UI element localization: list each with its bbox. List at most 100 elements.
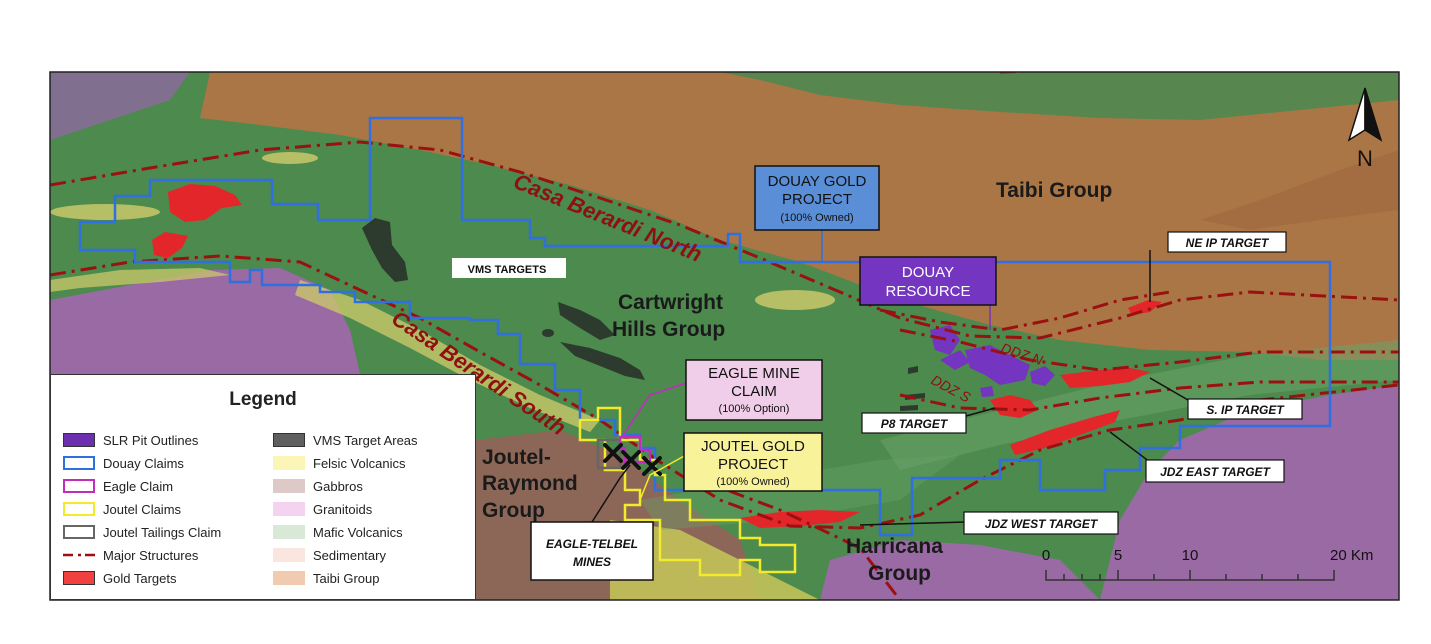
- ne-ip-target-label: NE IP TARGET: [1186, 236, 1270, 250]
- cartwright-label-2: Hills Group: [612, 318, 725, 341]
- douay-gold-project-callout[interactable]: DOUAY GOLD PROJECT (100% Owned): [754, 165, 880, 231]
- legend-label: Eagle Claim: [103, 478, 174, 494]
- legend-item-mafic-volcanics: Mafic Volcanics: [273, 523, 403, 541]
- granitoids-unit-nw: [50, 72, 190, 140]
- callout-leader-lines: [591, 230, 1189, 526]
- slr-pit-outline-4: [1030, 366, 1055, 386]
- eagle-claim-line2: CLAIM: [731, 383, 777, 400]
- casa-berardi-north-fault: [50, 140, 1399, 340]
- taibi-group-label: Taibi Group: [996, 179, 1112, 202]
- eagle-mine-claim-callout[interactable]: EAGLE MINE CLAIM (100% Option): [685, 359, 823, 421]
- legend-label: Joutel Tailings Claim: [103, 524, 222, 540]
- joutel-raymond-label-2: Raymond: [482, 472, 578, 495]
- harricana-label-2: Group: [868, 562, 931, 585]
- legend-label: VMS Target Areas: [313, 432, 418, 448]
- legend-label: Douay Claims: [103, 455, 184, 471]
- gold-target-west-2: [152, 232, 188, 258]
- legend-swatch-gabbros: [273, 479, 305, 493]
- vms-target-area-3: [560, 342, 645, 380]
- jdz-east-target-label: JDZ EAST TARGET: [1160, 465, 1271, 479]
- douay-project-line3: (100% Owned): [780, 212, 853, 224]
- granitoids-unit-west: [50, 268, 360, 374]
- legend-label: Felsic Volcanics: [313, 455, 406, 471]
- s-ip-target-callout[interactable]: S. IP TARGET: [1187, 398, 1303, 420]
- eagle-telbel-line1: EAGLE-TELBEL: [546, 537, 638, 551]
- legend-label: Joutel Claims: [103, 501, 182, 517]
- felsic-band-casa: [295, 280, 600, 432]
- legend-title: Legend: [229, 389, 297, 410]
- jdz-west-target-label: JDZ WEST TARGET: [985, 517, 1099, 531]
- scale-tick-label-5: 5: [1114, 547, 1122, 564]
- legend-item-taibi-group: Taibi Group: [273, 569, 379, 587]
- mafic-band-north: [720, 72, 1399, 120]
- legend-swatch-douay: [63, 456, 95, 470]
- legend-swatch-sedimentary: [273, 548, 305, 562]
- legend-swatch-joutel: [63, 502, 95, 516]
- ddz-south-fault: [899, 380, 1399, 412]
- legend-item-joutel-tailings: Joutel Tailings Claim: [63, 523, 221, 541]
- legend-label: Granitoids: [313, 501, 373, 517]
- ne-ip-target-callout[interactable]: NE IP TARGET: [1167, 231, 1287, 253]
- vms-targets-label: VMS TARGETS: [468, 264, 547, 276]
- douay-project-line1: DOUAY GOLD: [768, 173, 867, 190]
- legend-swatch-taibi: [273, 571, 305, 585]
- joutel-project-line2: PROJECT: [718, 456, 788, 473]
- douay-claims-outline[interactable]: [78, 116, 1332, 537]
- legend-label: Gabbros: [313, 478, 363, 494]
- felsic-lens-north: [262, 152, 318, 164]
- north-arrow: N: [1345, 86, 1385, 171]
- felsic-lens-west: [50, 204, 160, 220]
- legend-item-slr-pit-outlines: SLR Pit Outlines: [63, 431, 198, 449]
- legend-item-gold-targets: Gold Targets: [63, 569, 176, 587]
- vms-target-area-7: [908, 366, 918, 374]
- scale-tick-label-20: 20 Km: [1330, 547, 1373, 564]
- gold-target-ne-ip: [1128, 300, 1162, 315]
- mafic-streak-east: [880, 340, 1399, 470]
- north-label: N: [1357, 146, 1373, 170]
- felsic-lens-cartwright: [755, 290, 835, 310]
- taibi-group-unit-east: [1200, 150, 1399, 230]
- douay-resource-callout[interactable]: DOUAY RESOURCE: [859, 256, 997, 306]
- legend-item-joutel-claims: Joutel Claims: [63, 500, 181, 518]
- legend-label: Mafic Volcanics: [313, 524, 403, 540]
- jdz-east-target-callout[interactable]: JDZ EAST TARGET: [1145, 459, 1285, 483]
- legend-item-douay-claims: Douay Claims: [63, 454, 184, 472]
- map-frame: [49, 71, 1400, 601]
- legend-item-felsic-volcanics: Felsic Volcanics: [273, 454, 405, 472]
- jdz-west-target-callout[interactable]: JDZ WEST TARGET: [963, 511, 1119, 535]
- legend-swatch-granitoids: [273, 502, 305, 516]
- vms-targets-callout[interactable]: VMS TARGETS: [452, 258, 566, 278]
- legend-label: Sedimentary: [313, 547, 386, 563]
- mafic-streak-southwest: [640, 455, 960, 530]
- legend-swatch-vms: [273, 433, 305, 447]
- eagle-telbel-mines-callout[interactable]: EAGLE-TELBEL MINES: [530, 521, 654, 581]
- felsic-unit-south: [610, 520, 820, 600]
- legend-item-sedimentary: Sedimentary: [273, 546, 386, 564]
- casa-berardi-south-fault: [50, 254, 1399, 530]
- douay-resource-line1: DOUAY: [902, 264, 954, 281]
- granitoids-unit-east: [1100, 385, 1399, 600]
- joutel-claims-outline[interactable]: [578, 406, 797, 577]
- legend-swatch-gold: [63, 571, 95, 585]
- slr-pit-outline-3: [965, 345, 1030, 385]
- legend-swatch-mafic: [273, 525, 305, 539]
- legend-label: Major Structures: [103, 547, 199, 563]
- legend-item-vms-target-areas: VMS Target Areas: [273, 431, 418, 449]
- legend-item-major-structures: Major Structures: [63, 546, 198, 564]
- scale-bar-line: [1045, 570, 1335, 581]
- joutel-gold-project-callout[interactable]: JOUTEL GOLD PROJECT (100% Owned): [683, 432, 823, 492]
- eagle-telbel-line2: MINES: [573, 555, 611, 569]
- scale-tick-label-0: 0: [1042, 547, 1050, 564]
- scale-bar: 0 5 10 20 Km: [1042, 547, 1373, 581]
- douay-project-line2: PROJECT: [782, 191, 852, 208]
- douay-resource-line2: RESOURCE: [885, 283, 970, 300]
- gold-target-jdz-east: [1010, 410, 1120, 455]
- legend-panel: Legend SLR Pit Outlines Douay Claims Eag…: [50, 374, 476, 600]
- p8-target-callout[interactable]: P8 TARGET: [861, 412, 967, 434]
- legend-swatch-tailings: [63, 525, 95, 539]
- cartwright-label-1: Cartwright: [618, 291, 723, 314]
- legend-label: SLR Pit Outlines: [103, 432, 199, 448]
- ddz-north-fault: [899, 328, 1399, 372]
- eagle-claim-line3: (100% Option): [719, 403, 790, 415]
